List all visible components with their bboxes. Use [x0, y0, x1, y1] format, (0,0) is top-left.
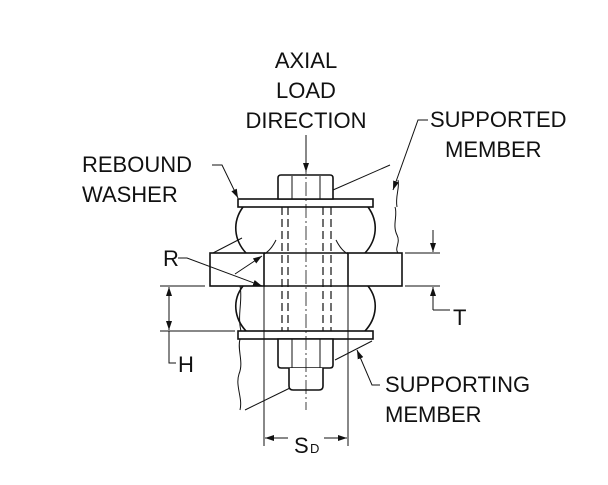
rubber-element [235, 206, 376, 332]
label-line: REBOUND [82, 152, 192, 177]
t-dimension [405, 230, 450, 311]
label-line: MEMBER [445, 137, 542, 162]
supported-member [394, 179, 399, 254]
label-line: MEMBER [385, 402, 482, 427]
sd-dimension [263, 286, 349, 446]
supported-plate [209, 252, 403, 287]
label-line: AXIAL [275, 48, 337, 73]
t-label: T [453, 305, 466, 330]
r-label: R [163, 246, 179, 271]
rebound-washer [237, 198, 374, 208]
supporting-member [237, 285, 242, 411]
leaders [178, 119, 428, 411]
supported-member-label: SUPPORTED MEMBER [430, 107, 567, 162]
axial-load-label: AXIAL LOAD DIRECTION [246, 48, 367, 133]
bottom-washer [237, 330, 374, 340]
label-line: SUPPORTED [430, 107, 567, 132]
supporting-member-label: SUPPORTING MEMBER [385, 372, 530, 427]
h-dimension [160, 285, 235, 364]
rebound-washer-label: REBOUND WASHER [82, 152, 192, 207]
sd-label: S [294, 433, 309, 458]
label-line: SUPPORTING [385, 372, 530, 397]
bolt-shank [281, 207, 332, 331]
label-line: LOAD [276, 78, 336, 103]
sd-subscript: D [310, 441, 319, 456]
h-label: H [178, 352, 194, 377]
label-line: WASHER [82, 182, 178, 207]
label-line: DIRECTION [246, 108, 367, 133]
bolt-head [277, 174, 334, 200]
nut [277, 338, 334, 369]
